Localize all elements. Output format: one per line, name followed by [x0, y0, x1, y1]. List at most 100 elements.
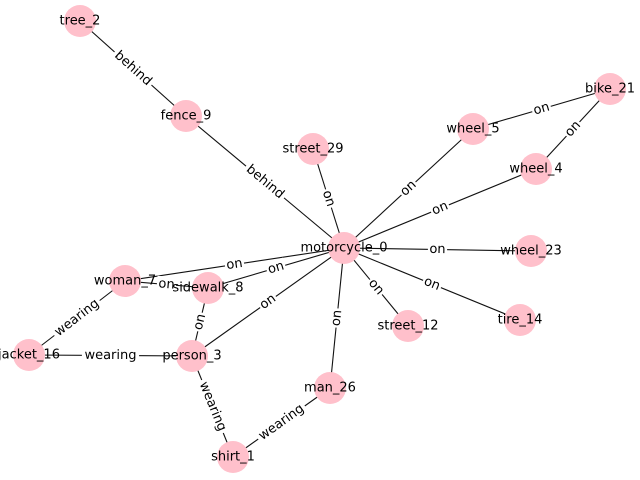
edge-label-background	[428, 197, 452, 220]
node-circle	[392, 310, 424, 342]
edge-label-group: on	[223, 255, 246, 274]
edge-label: behind	[243, 162, 287, 202]
edge-label-group: behind	[109, 45, 157, 92]
edge-label: on	[365, 276, 387, 298]
edge-label: on	[266, 259, 286, 278]
edge-label-background	[49, 294, 105, 342]
node-tree_2: tree_2	[60, 5, 101, 37]
node-street_29: street_29	[282, 133, 344, 165]
edge-label-group: on	[328, 307, 346, 329]
edge-label-group: on	[428, 197, 452, 220]
edge-label-group: on	[420, 272, 444, 296]
edge-label-group: on	[363, 274, 389, 300]
edge-label-group: on	[396, 176, 421, 201]
edge-label-background	[194, 376, 231, 437]
edge-label-group: on	[190, 310, 210, 334]
node-man_26: man_26	[304, 372, 356, 404]
edge-label-group: on	[427, 241, 448, 258]
node-label: wheel_5	[446, 122, 499, 137]
edge-label-background	[317, 186, 340, 211]
node-label: jacket_16	[0, 348, 60, 363]
node-fence_9: fence_9	[161, 100, 212, 132]
edge-label-background	[363, 274, 389, 300]
edge-label: wearing	[52, 296, 102, 340]
node-label: sidewalk_8	[172, 281, 243, 296]
edge-label: wearing	[256, 401, 307, 443]
node-circle	[170, 100, 202, 132]
node-label: wheel_4	[509, 162, 562, 177]
edge-label-background	[530, 98, 553, 120]
edge-label-background	[420, 272, 444, 296]
edge-label: on	[429, 242, 445, 257]
edge-label-background	[427, 241, 448, 258]
edge-label-background	[81, 347, 140, 364]
edge-label: on	[329, 309, 346, 327]
node-label: street_12	[377, 319, 438, 334]
node-label: tree_2	[60, 14, 101, 29]
node-wheel_5: wheel_5	[446, 113, 500, 145]
node-circle	[64, 5, 96, 37]
node-circle	[109, 265, 141, 297]
node-label: fence_9	[161, 109, 212, 124]
node-motorcycle_0: motorcycle_0	[300, 232, 388, 264]
node-label: bike_21	[585, 82, 635, 97]
edge-label: on	[319, 189, 338, 209]
edge-label-background	[560, 116, 586, 142]
edge-label-background	[223, 255, 246, 274]
edge-label-group: on	[317, 186, 340, 211]
node-shirt_1: shirt_1	[211, 441, 255, 473]
node-label: shirt_1	[211, 450, 255, 465]
edge-label-background	[240, 159, 290, 205]
node-label: tire_14	[498, 313, 543, 328]
node-person_3: person_3	[162, 340, 222, 372]
edge-label: behind	[111, 48, 154, 89]
edge-label: on	[225, 256, 243, 273]
node-label: motorcycle_0	[300, 241, 387, 256]
edge-label-background	[264, 257, 288, 279]
node-circle	[13, 339, 45, 371]
edge-label: on	[158, 276, 175, 292]
node-bike_21: bike_21	[585, 73, 635, 105]
node-label: man_26	[304, 381, 356, 396]
edge-label: on	[191, 312, 209, 331]
edge-label-background	[156, 275, 177, 294]
node-circle	[192, 272, 224, 304]
edge-label-background	[109, 45, 157, 92]
node-circle	[504, 304, 536, 336]
node-label: street_29	[282, 142, 343, 157]
node-circle	[176, 340, 208, 372]
node-circle	[297, 133, 329, 165]
edge-label-group: wearing	[49, 294, 105, 342]
edge-label-group: wearing	[81, 347, 140, 364]
edge-label-background	[396, 176, 421, 201]
node-tire_14: tire_14	[498, 304, 543, 336]
node-wheel_23: wheel_23	[500, 235, 562, 267]
node-wheel_4: wheel_4	[509, 153, 563, 185]
edge-label-background	[253, 399, 310, 446]
edge-label-group: behind	[240, 159, 290, 205]
edge-label-group: on	[255, 289, 281, 315]
nodes-layer: motorcycle_0 tree_2 fence_9 street_29 wheel_…	[0, 5, 635, 473]
node-circle	[515, 235, 547, 267]
edge-label-background	[255, 289, 281, 315]
edge-label: on	[430, 198, 451, 218]
node-jacket_16: jacket_16	[0, 339, 60, 371]
node-circle	[217, 441, 249, 473]
edge-label: on	[257, 291, 279, 313]
edge-label-group: on	[530, 98, 553, 120]
node-circle	[457, 113, 489, 145]
node-circle	[314, 372, 346, 404]
node-woman_7: woman_7	[94, 265, 156, 297]
edge-label-background	[328, 307, 346, 329]
node-circle	[520, 153, 552, 185]
node-sidewalk_8: sidewalk_8	[172, 272, 244, 304]
edge-label-group: on	[560, 116, 586, 142]
edge-label-background	[190, 310, 210, 334]
node-circle	[594, 73, 626, 105]
node-label: wheel_23	[500, 244, 562, 259]
node-label: woman_7	[94, 274, 156, 289]
edge-label-group: wearing	[253, 399, 310, 446]
edge-label: wearing	[84, 348, 136, 363]
edge-label-group: on	[264, 257, 288, 279]
